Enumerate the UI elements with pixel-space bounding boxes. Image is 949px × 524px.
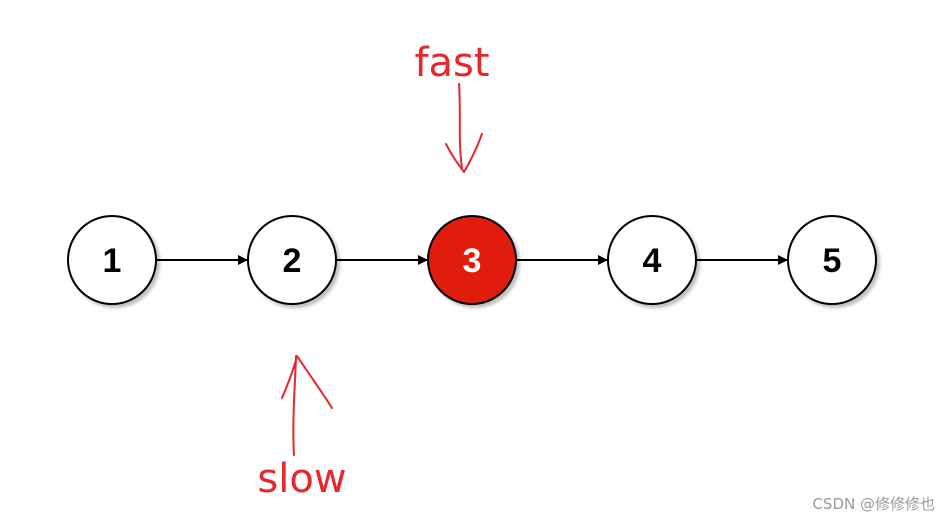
- fast-pointer-arrow: [445, 83, 483, 173]
- list-node-5: 5: [787, 215, 877, 305]
- list-node-2: 2: [247, 215, 337, 305]
- node-circle: [67, 215, 157, 305]
- node-circle: [607, 215, 697, 305]
- node-circle: [427, 215, 517, 305]
- slow-pointer-label: slow: [257, 456, 346, 502]
- node-label: 5: [823, 242, 842, 280]
- slow-pointer-arrow: [281, 355, 333, 456]
- node-label: 4: [643, 242, 662, 280]
- watermark: CSDN @修修修也: [812, 495, 935, 513]
- list-node-4: 4: [607, 215, 697, 305]
- list-node-3: 3: [427, 215, 517, 305]
- fast-pointer-label: fast: [414, 40, 489, 86]
- node-circle: [247, 215, 337, 305]
- list-node-1: 1: [67, 215, 157, 305]
- node-label: 3: [463, 242, 482, 280]
- node-label: 1: [103, 242, 122, 280]
- node-label: 2: [283, 242, 302, 280]
- node-circle: [787, 215, 877, 305]
